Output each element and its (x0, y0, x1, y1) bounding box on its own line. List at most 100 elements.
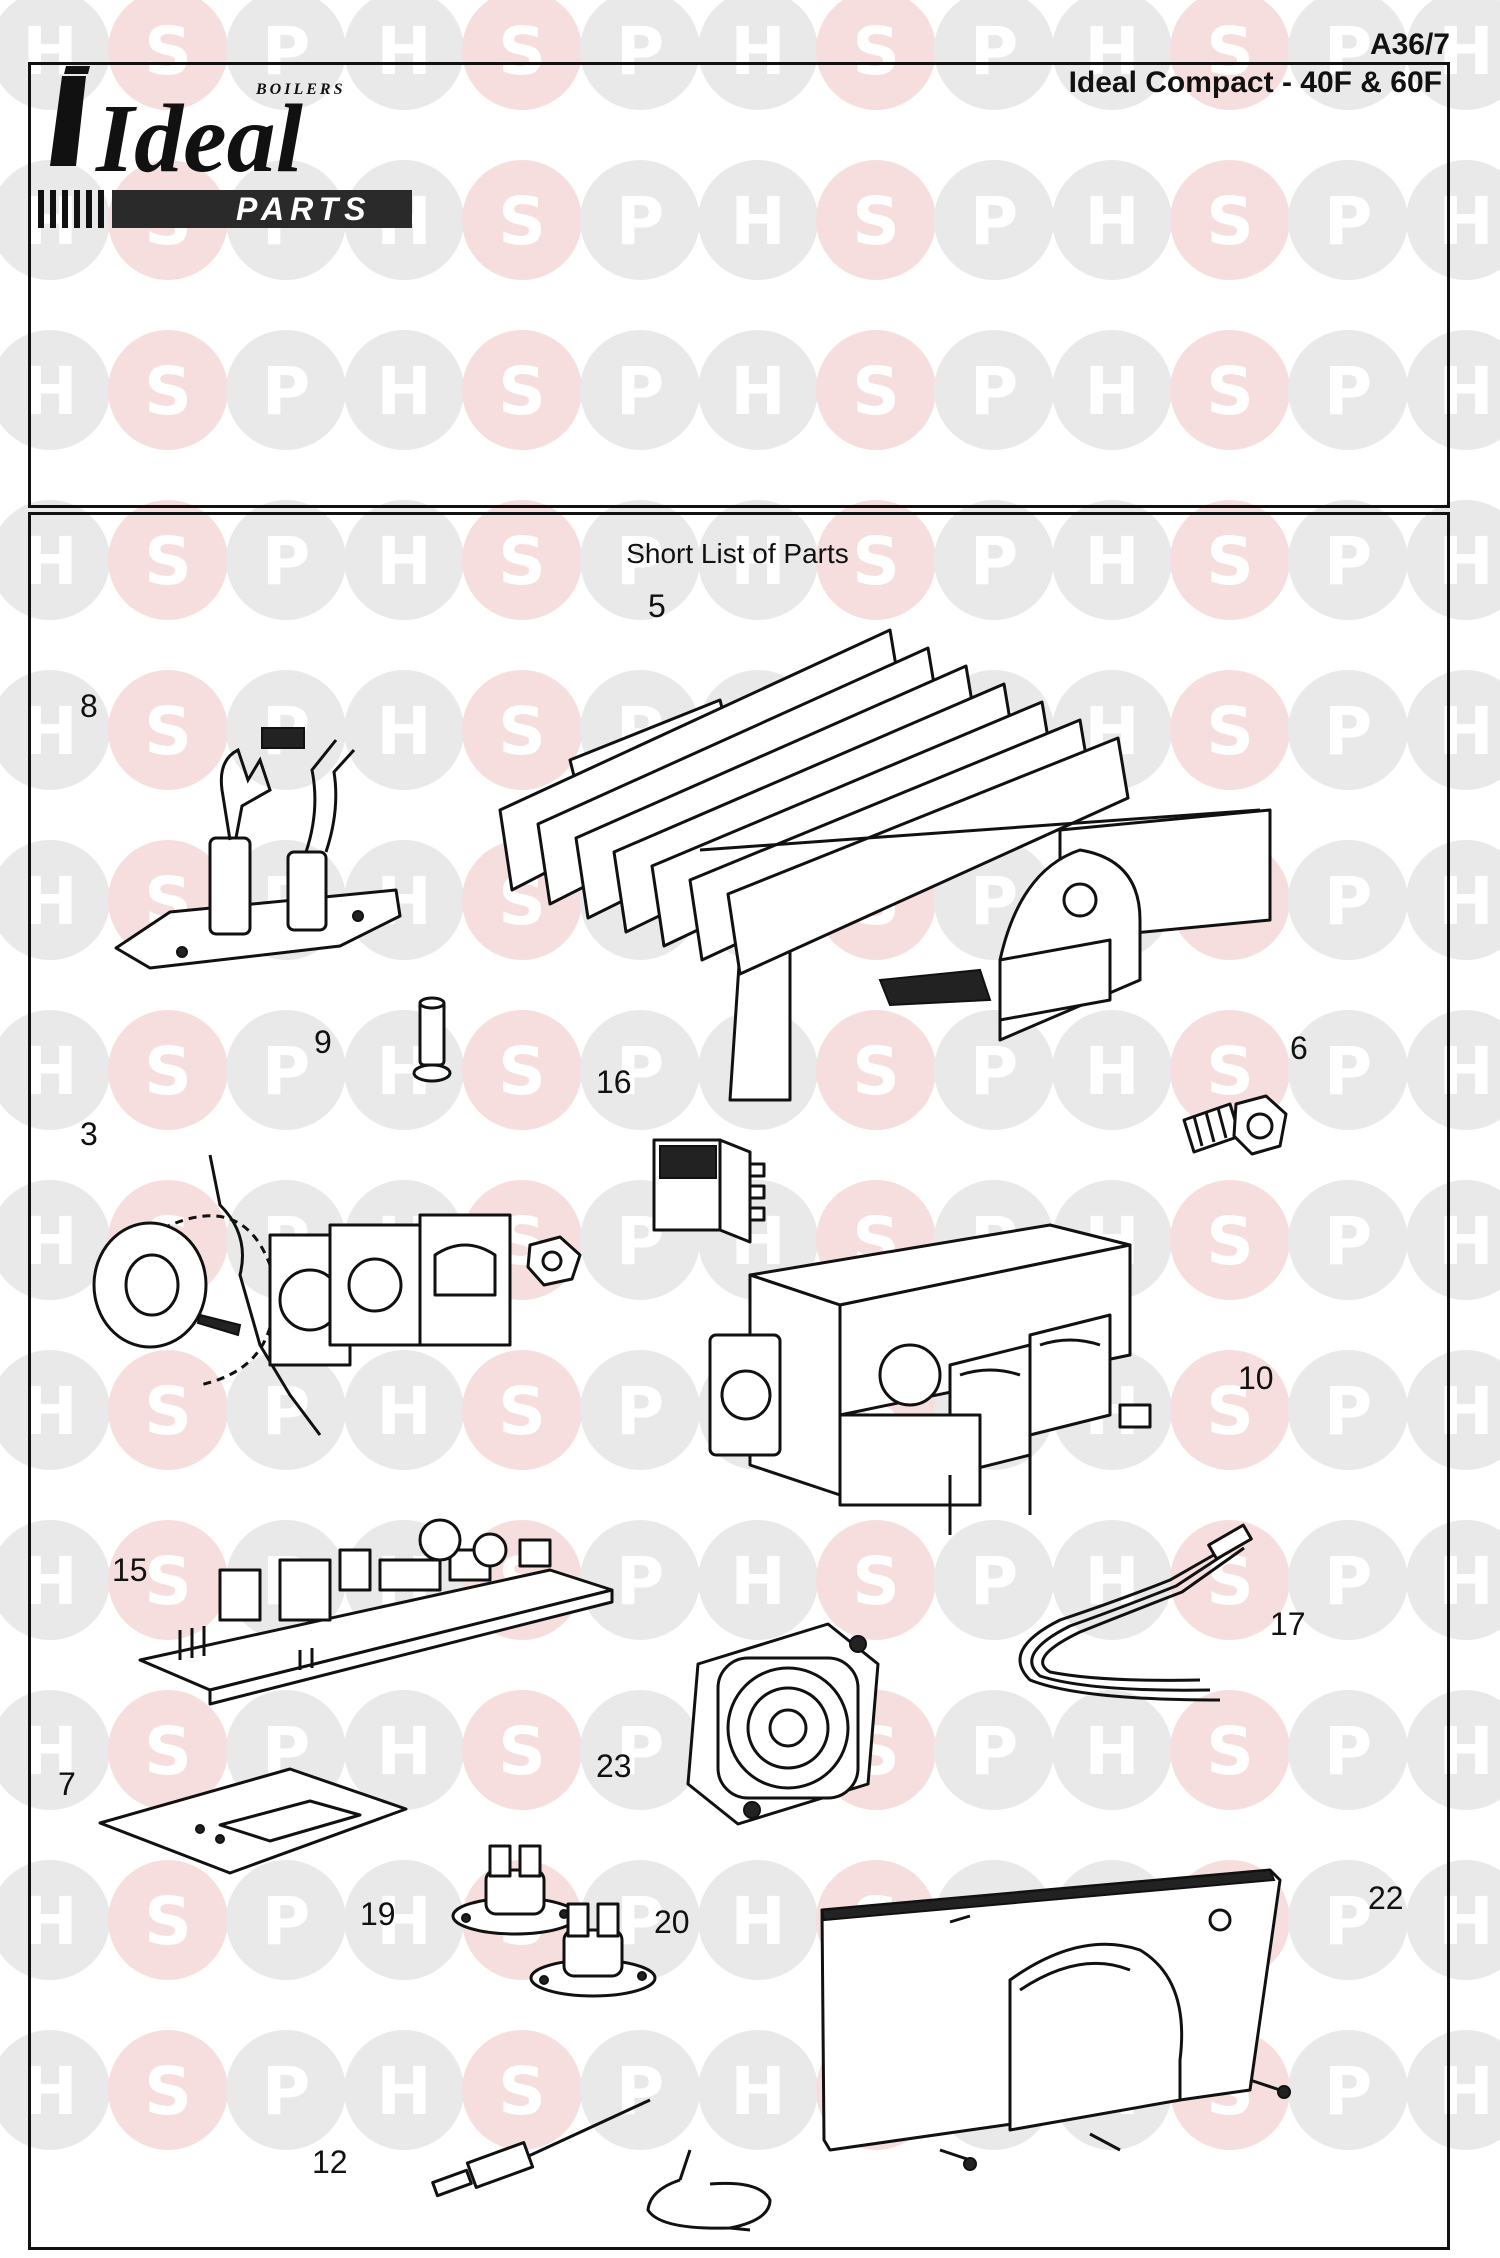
watermark-badge: P (934, 500, 1054, 620)
watermark-badge: H (344, 500, 464, 620)
svg-text:P: P (1324, 1883, 1372, 1960)
svg-text:P: P (262, 523, 310, 600)
watermark-badge: S (462, 1690, 582, 1810)
svg-text:S: S (498, 523, 546, 600)
svg-text:S: S (1206, 183, 1254, 260)
watermark-badge: H (1052, 500, 1172, 620)
svg-text:S: S (852, 183, 900, 260)
svg-text:S: S (144, 1883, 192, 1960)
watermark-badge: S (1170, 500, 1290, 620)
part-3-sight-glass-assembly (90, 1145, 590, 1445)
svg-text:H: H (22, 1203, 77, 1280)
svg-text:H: H (1084, 1713, 1139, 1790)
svg-text:P: P (970, 13, 1018, 90)
part-15-control-pcb (138, 1510, 620, 1710)
svg-text:P: P (1324, 1543, 1372, 1620)
header-frame (28, 62, 1450, 508)
part-5-burner-assembly (498, 620, 1290, 1110)
watermark-badge: S (108, 0, 228, 110)
svg-text:P: P (1324, 1203, 1372, 1280)
watermark-badge: H (344, 670, 464, 790)
watermark-badge: P (1288, 2030, 1408, 2150)
svg-text:P: P (616, 13, 664, 90)
svg-text:H: H (376, 13, 431, 90)
watermark-badge: P (934, 160, 1054, 280)
svg-text:P: P (616, 1033, 664, 1110)
svg-text:P: P (1324, 13, 1372, 90)
watermark-badge: P (1288, 1520, 1408, 1640)
part-23-fan (668, 1622, 888, 1826)
watermark-badge: P (934, 1690, 1054, 1810)
watermark-badge: H (0, 500, 110, 620)
callout-8: 8 (80, 688, 98, 724)
watermark-badge: S (108, 330, 228, 450)
svg-text:P: P (616, 353, 664, 430)
svg-text:H: H (730, 1883, 785, 1960)
svg-text:H: H (376, 693, 431, 770)
part-12-ignition-electrode (430, 2080, 790, 2232)
watermark-badge: P (934, 1520, 1054, 1640)
watermark-badge: H (0, 1010, 110, 1130)
svg-text:S: S (498, 13, 546, 90)
watermark-badge: H (344, 330, 464, 450)
logo-bars (38, 190, 104, 228)
watermark-badge: S (816, 1520, 936, 1640)
svg-text:P: P (262, 2053, 310, 2130)
callout-22: 22 (1368, 1880, 1404, 1916)
watermark-badge: S (108, 1350, 228, 1470)
svg-text:H: H (730, 1543, 785, 1620)
svg-text:H: H (22, 2053, 77, 2130)
watermark-badge: S (462, 0, 582, 110)
watermark-badge: H (698, 1860, 818, 1980)
watermark-badge: P (1288, 160, 1408, 280)
watermark-badge: H (0, 1180, 110, 1300)
svg-text:H: H (376, 523, 431, 600)
svg-text:H: H (22, 693, 77, 770)
svg-text:H: H (1084, 13, 1139, 90)
callout-23: 23 (596, 1748, 632, 1784)
svg-text:H: H (730, 183, 785, 260)
watermark-badge: P (1288, 840, 1408, 960)
callout-16: 16 (596, 1064, 632, 1100)
svg-text:P: P (1324, 523, 1372, 600)
logo-brand: Ideal (95, 85, 304, 193)
svg-text:P: P (616, 1883, 664, 1960)
watermark-badge: S (1170, 160, 1290, 280)
watermark-badge: H (698, 160, 818, 280)
watermark-badge: P (1288, 1180, 1408, 1300)
svg-text:S: S (1206, 693, 1254, 770)
callout-19: 19 (360, 1896, 396, 1932)
watermark-badge: S (108, 1520, 228, 1640)
watermark-badge: S (108, 1860, 228, 1980)
watermark-badge: H (344, 0, 464, 110)
watermark-badge: S (1170, 1350, 1290, 1470)
svg-text:H: H (376, 2053, 431, 2130)
svg-text:H: H (730, 523, 785, 600)
ideal-parts-logo: BOILERS Ideal PARTS (36, 66, 428, 238)
svg-text:H: H (730, 2053, 785, 2130)
watermark-badge: H (344, 1350, 464, 1470)
watermark-badge: P (580, 500, 700, 620)
watermark-badge: S (816, 160, 936, 280)
part-8-electrode-bracket (110, 720, 402, 980)
watermark-badge: P (580, 160, 700, 280)
svg-text:S: S (1206, 13, 1254, 90)
svg-text:S: S (144, 13, 192, 90)
watermark-badge: H (1052, 160, 1172, 280)
part-16-rocker-switch (640, 1130, 770, 1250)
callout-7: 7 (58, 1766, 76, 1802)
svg-text:S: S (498, 693, 546, 770)
svg-text:H: H (1084, 353, 1139, 430)
svg-text:H: H (1084, 183, 1139, 260)
watermark-badge: S (108, 2030, 228, 2150)
svg-text:S: S (1206, 1713, 1254, 1790)
svg-text:S: S (852, 353, 900, 430)
svg-text:P: P (970, 183, 1018, 260)
watermark-badge: P (226, 330, 346, 450)
watermark-badge: P (1288, 1350, 1408, 1470)
svg-text:P: P (262, 1883, 310, 1960)
svg-text:P: P (1324, 183, 1372, 260)
watermark-badge: P (580, 1520, 700, 1640)
watermark-badge: H (0, 1860, 110, 1980)
watermark-badge: P (580, 1690, 700, 1810)
